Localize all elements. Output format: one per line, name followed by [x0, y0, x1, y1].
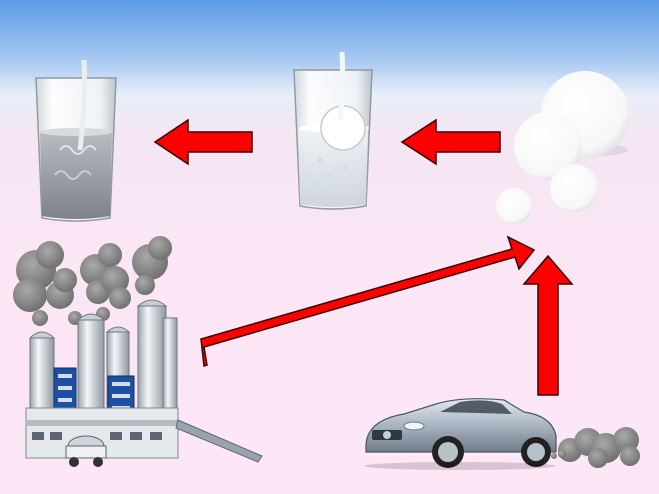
car-wheel-rear: [521, 437, 551, 467]
car-with-exhaust: [364, 398, 640, 470]
glass-clear-water: [293, 51, 373, 210]
silver-car: [364, 398, 557, 470]
car-wheel-front: [432, 436, 464, 468]
sphere-small: [550, 164, 598, 212]
car-windows: [440, 400, 512, 414]
sphere-medium: [514, 112, 582, 180]
arrow-to-cloudy-glass: [153, 118, 253, 166]
smoke-clouds: [13, 236, 172, 326]
sphere-tiny: [496, 188, 532, 224]
industrial-plant: [13, 236, 263, 467]
arrow-to-clear-glass: [400, 118, 501, 166]
mixer-truck: [65, 435, 107, 467]
arrow-from-car: [522, 254, 574, 396]
glass-cloudy-water: [35, 59, 117, 222]
exhaust-smoke: [551, 427, 640, 468]
conveyor-belt: [175, 419, 263, 463]
white-spheres: [496, 71, 629, 224]
arrow-from-factory: [200, 235, 536, 368]
blue-towers: [53, 367, 135, 429]
